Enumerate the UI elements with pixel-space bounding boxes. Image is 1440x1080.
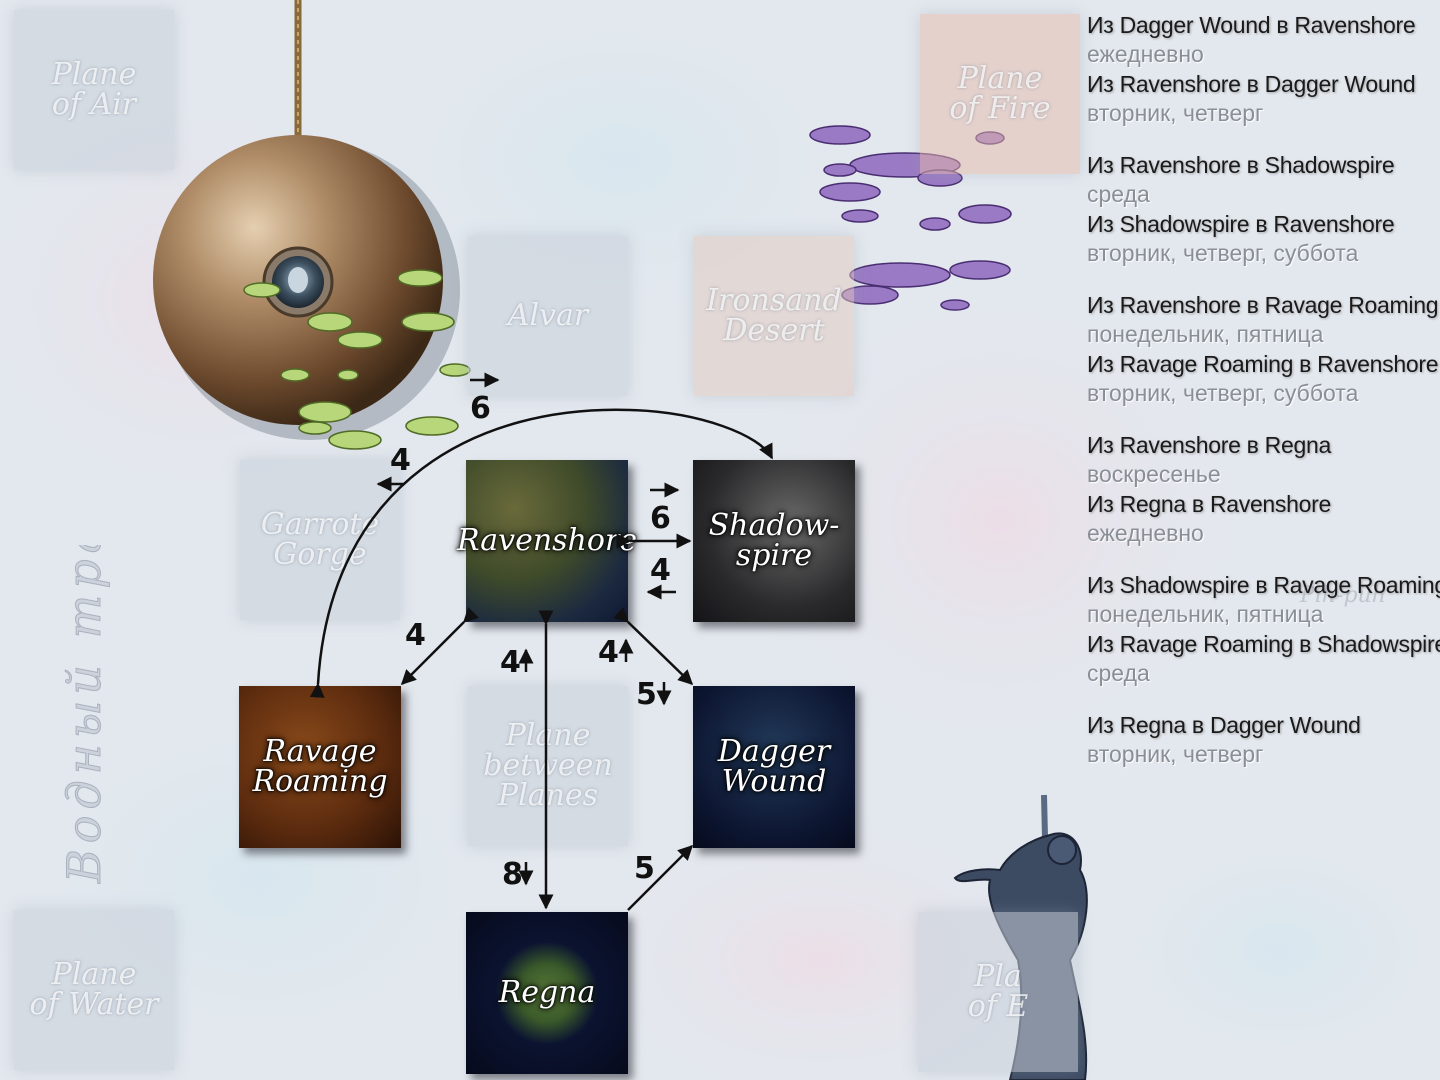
- ghost-label: Pla of E: [967, 959, 1029, 1024]
- schedule-route: Из Regna в Dagger Wound: [1087, 712, 1361, 738]
- route-label-dagger-ravenshore: 5: [636, 677, 657, 712]
- route-label-top-out: 6: [470, 391, 491, 426]
- route-label-ravenshore-shadowspire: 6: [650, 501, 671, 536]
- schedule-group: Из Ravenshore в Ravage Roaming понедельни…: [1087, 290, 1439, 408]
- tile-ravage-roaming[interactable]: Ravage Roaming: [239, 686, 401, 848]
- tile-dagger-wound[interactable]: Dagger Wound: [693, 686, 855, 848]
- schedule-route: Из Ravage Roaming в Ravenshore: [1087, 351, 1439, 377]
- purple-fish-school: [809, 125, 1012, 311]
- route-label-regna-ravenshore: 8: [502, 857, 523, 892]
- route-label-shadowspire-ravenshore: 4: [650, 553, 671, 588]
- schedule-route: Из Shadowspire в Ravage Roaming: [1087, 572, 1440, 598]
- ghost-tile-alvar: Alvar: [468, 236, 628, 396]
- page-title-vertical: Водный транспорт: [57, 545, 112, 885]
- ghost-label: Ironsand Desert: [706, 283, 842, 348]
- signature: Pih-puh: [1300, 583, 1386, 608]
- route-label-ravenshore-dagger: 4: [598, 635, 619, 670]
- schedule-group: Из Shadowspire в Ravage Roaming понедельн…: [1087, 570, 1440, 688]
- ghost-tile-plane-of-fire: Plane of Fire: [920, 14, 1080, 174]
- schedule-days: ежедневно: [1087, 41, 1204, 67]
- schedule-route: Из Ravenshore в Regna: [1087, 432, 1331, 458]
- route-ravage-shadowspire[interactable]: [309, 408, 774, 698]
- ghost-tile-plane-of-water: Plane of Water: [14, 910, 174, 1070]
- page-title: Водный транспорт: [57, 545, 111, 884]
- schedule-group: Из Dagger Wound в Ravenshore ежедневно Из …: [1087, 10, 1437, 128]
- route-ravenshore-dagger[interactable]: [613, 607, 694, 686]
- route-label-ravenshore-ravage: 4: [405, 618, 426, 653]
- location-label: Ravage Roaming: [252, 734, 388, 799]
- schedule-group: Из Ravenshore в Shadowspire среда Из Shado…: [1087, 150, 1437, 268]
- schedule-days: вторник, четверг: [1087, 741, 1264, 767]
- ghost-label: Alvar: [507, 298, 589, 333]
- schedule-days: воскресенье: [1087, 461, 1221, 487]
- schedule-days: вторник, четверг, суббота: [1087, 380, 1359, 406]
- schedule-days: среда: [1087, 181, 1150, 207]
- schedule-group: Из Ravenshore в Regna воскресенье Из Regna…: [1087, 430, 1437, 548]
- route-ravenshore-ravage[interactable]: [400, 607, 479, 686]
- ghost-tile-plane-of-earth: Pla of E: [918, 912, 1078, 1072]
- schedule-route: Из Ravenshore в Shadowspire: [1087, 152, 1395, 178]
- tile-regna[interactable]: Regna: [466, 912, 628, 1074]
- schedule-route: Из Ravage Roaming в Shadowspire: [1087, 631, 1440, 657]
- schedule-route: Из Regna в Ravenshore: [1087, 491, 1331, 517]
- ghost-tile-ironsand-desert: Ironsand Desert: [694, 236, 854, 396]
- ghost-tile-plane-of-air: Plane of Air: [14, 10, 174, 170]
- schedule-route: Из Ravenshore в Ravage Roaming: [1087, 292, 1439, 318]
- schedule-days: ежедневно: [1087, 520, 1204, 546]
- ghost-label: Plane of Air: [51, 57, 137, 122]
- route-label-top-return: 4: [390, 443, 411, 478]
- schedule-group: Из Regna в Dagger Wound вторник, четверг: [1087, 710, 1437, 769]
- schedule-days: вторник, четверг: [1087, 100, 1264, 126]
- schedule-route: Из Ravenshore в Dagger Wound: [1087, 71, 1416, 97]
- route-label-ravenshore-regna: 4: [500, 645, 521, 680]
- route-regna-dagger[interactable]: [627, 844, 694, 911]
- schedule-days: вторник, четверг, суббота: [1087, 240, 1359, 266]
- schedule-days: понедельник, пятница: [1087, 601, 1324, 627]
- ghost-label: Plane of Water: [29, 957, 159, 1022]
- route-label-regna-dagger: 5: [634, 851, 655, 886]
- schedule-days: понедельник, пятница: [1087, 321, 1324, 347]
- schedule-route: Из Dagger Wound в Ravenshore: [1087, 12, 1416, 38]
- location-label: Regna: [498, 975, 596, 1010]
- schedule-days: среда: [1087, 660, 1150, 686]
- location-label: Dagger Wound: [717, 734, 831, 799]
- green-fish-school: [243, 269, 471, 450]
- ghost-label: Plane of Fire: [949, 61, 1051, 126]
- schedule-route: Из Shadowspire в Ravenshore: [1087, 211, 1395, 237]
